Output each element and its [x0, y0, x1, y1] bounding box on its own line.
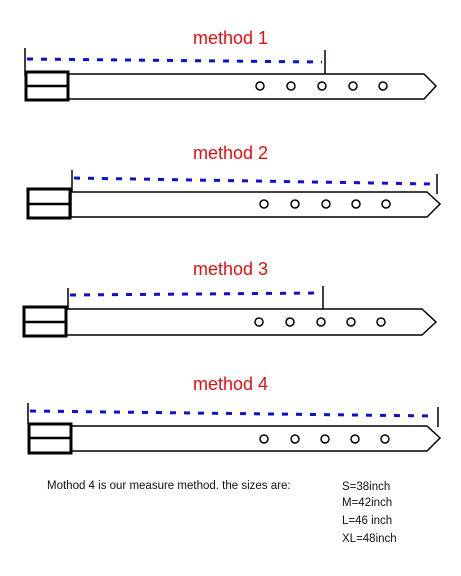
belt-hole — [259, 199, 269, 209]
measure-line-3 — [69, 291, 321, 297]
belt-hole — [380, 434, 390, 444]
belt-1 — [24, 48, 438, 102]
belt-3 — [22, 286, 438, 338]
size-xl-label: XL=48inch — [342, 533, 397, 545]
belt-hole — [350, 434, 360, 444]
belt-hole — [290, 199, 300, 209]
measure-line-4 — [29, 409, 436, 418]
belt-strap-2 — [70, 191, 442, 218]
belt-hole — [286, 81, 296, 91]
size-s-label: S=38inch — [342, 481, 391, 493]
belt-hole — [259, 434, 269, 444]
belt-strap-1 — [67, 73, 438, 100]
size-l-label: L=46 inch — [342, 515, 393, 527]
belt-hole — [316, 317, 326, 327]
belt-hole — [317, 81, 327, 91]
belt-hole — [255, 81, 265, 91]
belt-hole — [346, 317, 356, 327]
measure-method-note: Mothod 4 is our measure method. the size… — [47, 480, 291, 492]
belt-strap-3 — [65, 308, 438, 336]
belt-hole — [348, 81, 358, 91]
method-3-title: method 3 — [192, 259, 269, 279]
belt-2 — [26, 170, 442, 220]
belt-hole — [285, 317, 295, 327]
belt-hole — [290, 434, 300, 444]
belt-hole — [351, 199, 361, 209]
measure-line-1 — [26, 57, 323, 64]
belt-strap-4 — [70, 425, 442, 452]
belt-hole — [254, 317, 264, 327]
method-1-title: method 1 — [192, 28, 269, 48]
measure-line-2 — [73, 176, 435, 186]
belt-4 — [27, 403, 442, 455]
belt-hole — [381, 199, 391, 209]
size-m-label: M=42inch — [342, 497, 393, 509]
method-2-title: method 2 — [192, 143, 269, 163]
belt-hole — [376, 317, 386, 327]
belt-hole — [320, 434, 330, 444]
belt-hole — [378, 81, 388, 91]
belt-hole — [321, 199, 331, 209]
method-4-title: method 4 — [192, 374, 269, 394]
